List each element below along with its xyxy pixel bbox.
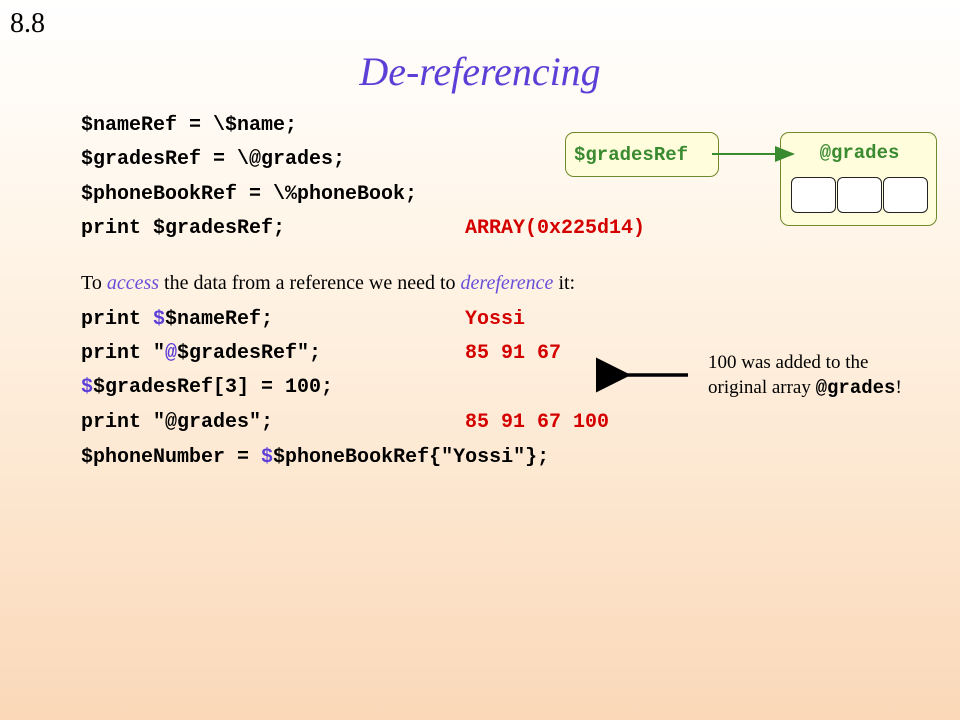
code-line-print-grades: print "@grades"; <box>81 411 274 434</box>
note-line-2: original array @grades! <box>708 377 902 399</box>
code-line-assign-grade: $$gradesRef[3] = 100; <box>81 376 334 399</box>
code-output-grades: 85 91 67 <box>465 342 562 365</box>
explanation-text: To access the data from a reference we n… <box>81 272 576 294</box>
code-output-name: Yossi <box>465 308 526 331</box>
code-output-array: ARRAY(0x225d14) <box>465 217 646 240</box>
array-cell <box>883 177 928 213</box>
grades-array-label: @grades <box>819 142 900 164</box>
dereference-emphasis: dereference <box>460 272 554 294</box>
slide-title: De-referencing <box>359 49 601 94</box>
code-line-print-name: print $$nameRef; <box>81 308 274 331</box>
code-line-print-ref: print $gradesRef; <box>81 217 286 240</box>
code-line-name-ref: $nameRef = \$name; <box>81 114 298 137</box>
code-line-grades-ref: $gradesRef = \@grades; <box>81 148 346 171</box>
array-cell <box>837 177 882 213</box>
code-output-grades-updated: 85 91 67 100 <box>465 411 610 434</box>
grades-ref-box: $gradesRef <box>565 132 719 177</box>
access-emphasis: access <box>106 272 160 294</box>
code-line-phone-number: $phoneNumber = $$phoneBookRef{"Yossi"}; <box>81 446 550 469</box>
grades-array-box: @grades <box>780 132 937 226</box>
note-line-1: 100 was added to the <box>708 352 869 373</box>
array-cell <box>791 177 836 213</box>
note-text: 100 was added to the original array @gra… <box>708 350 902 401</box>
code-line-print-grades-ref: print "@$gradesRef"; <box>81 342 322 365</box>
slide-number: 8.8 <box>10 8 45 39</box>
code-line-phonebook-ref: $phoneBookRef = \%phoneBook; <box>81 183 418 206</box>
